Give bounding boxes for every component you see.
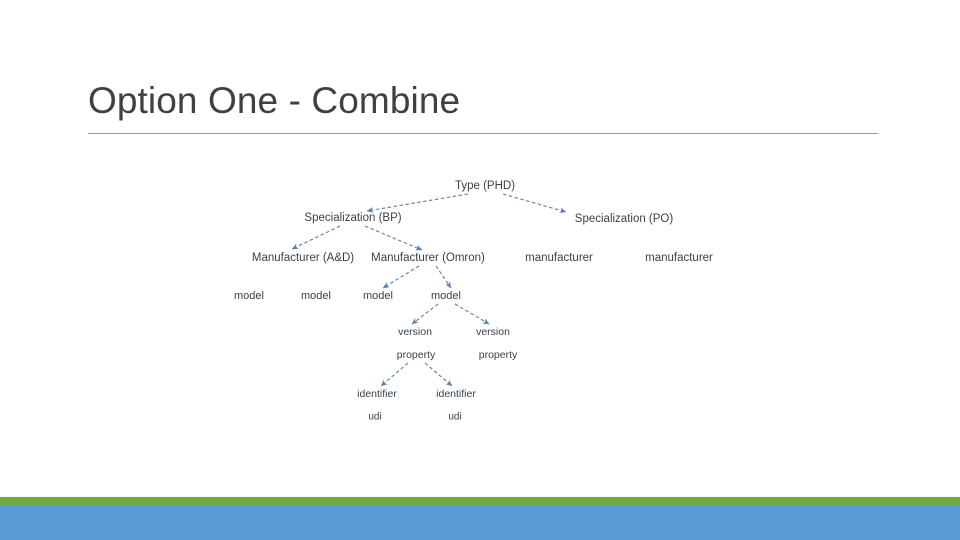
title-underline-rule: [88, 133, 878, 134]
tree-node-n5: manufacturer: [525, 252, 593, 264]
tree-node-n1: Specialization (BP): [304, 212, 402, 224]
connector-arrow-n13-to-n16: [424, 362, 453, 387]
tree-node-n14: property: [478, 349, 518, 361]
tree-node-n13: property: [396, 349, 436, 361]
footer-green-bar: [0, 497, 960, 505]
page-title: Option One - Combine: [88, 80, 461, 121]
title-block: Option One - Combine: [88, 78, 878, 134]
connector-arrow-n13-to-n15: [380, 362, 409, 387]
tree-node-n4: Manufacturer (Omron): [371, 252, 485, 264]
connector-arrow-n4-to-n9: [382, 265, 420, 289]
tree-node-n7: model: [234, 290, 264, 302]
tree-node-n0: Type (PHD): [454, 180, 516, 192]
tree-node-n9: model: [363, 290, 393, 302]
connector-arrow-n1-to-n3: [291, 225, 341, 250]
connector-arrow-n1-to-n4: [364, 225, 423, 251]
tree-node-n10: model: [431, 290, 461, 302]
tree-node-n17: udi: [368, 411, 382, 423]
tree-node-n11: version: [398, 326, 432, 338]
connector-arrow-n0-to-n2: [502, 193, 567, 214]
tree-node-n16: identifier: [436, 388, 476, 400]
tree-node-n15: identifier: [357, 388, 397, 400]
edge-layer: [291, 193, 567, 387]
connector-arrow-n10-to-n12: [454, 303, 490, 325]
footer-blue-bar: [0, 505, 960, 540]
connector-arrow-n0-to-n1: [366, 193, 469, 213]
connector-arrow-n4-to-n10: [435, 265, 452, 289]
tree-node-n3: Manufacturer (A&D): [251, 252, 355, 264]
tree-node-n18: udi: [448, 411, 462, 423]
connector-arrow-n10-to-n11: [411, 303, 439, 325]
tree-node-n6: manufacturer: [645, 252, 713, 264]
tree-node-n12: version: [476, 326, 510, 338]
tree-node-n8: model: [301, 290, 331, 302]
tree-node-n2: Specialization (PO): [574, 213, 674, 225]
